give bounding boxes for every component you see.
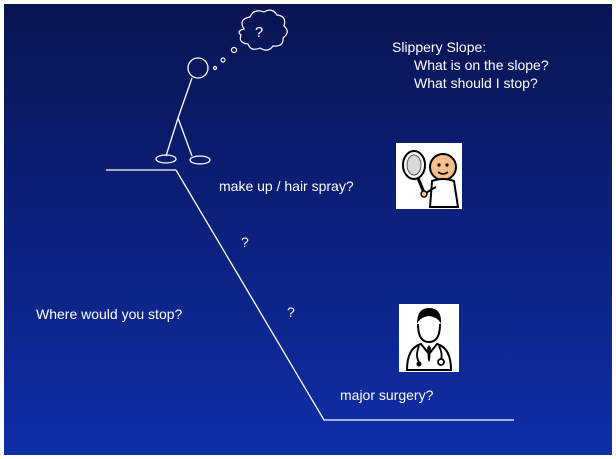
surgery-label: major surgery? <box>340 386 433 404</box>
title-line-2: What should I stop? <box>392 74 549 92</box>
question-mark-2: ? <box>287 303 295 321</box>
thought-bubble-question: ? <box>251 24 267 42</box>
stick-figure <box>156 58 210 164</box>
slide-title-block: Slippery Slope: What is on the slope? Wh… <box>392 38 549 92</box>
slope-line <box>176 170 514 420</box>
makeup-label: make up / hair spray? <box>219 177 354 195</box>
where-stop-label: Where would you stop? <box>36 305 182 323</box>
title-line-1: What is on the slope? <box>392 56 549 74</box>
slide-title: Slippery Slope: <box>392 38 549 56</box>
question-mark-1: ? <box>241 233 249 251</box>
person-with-mirror-icon <box>396 143 462 209</box>
doctor-icon <box>399 304 459 372</box>
slide: ? Slippery Slope: What is on the slope? … <box>4 4 612 455</box>
